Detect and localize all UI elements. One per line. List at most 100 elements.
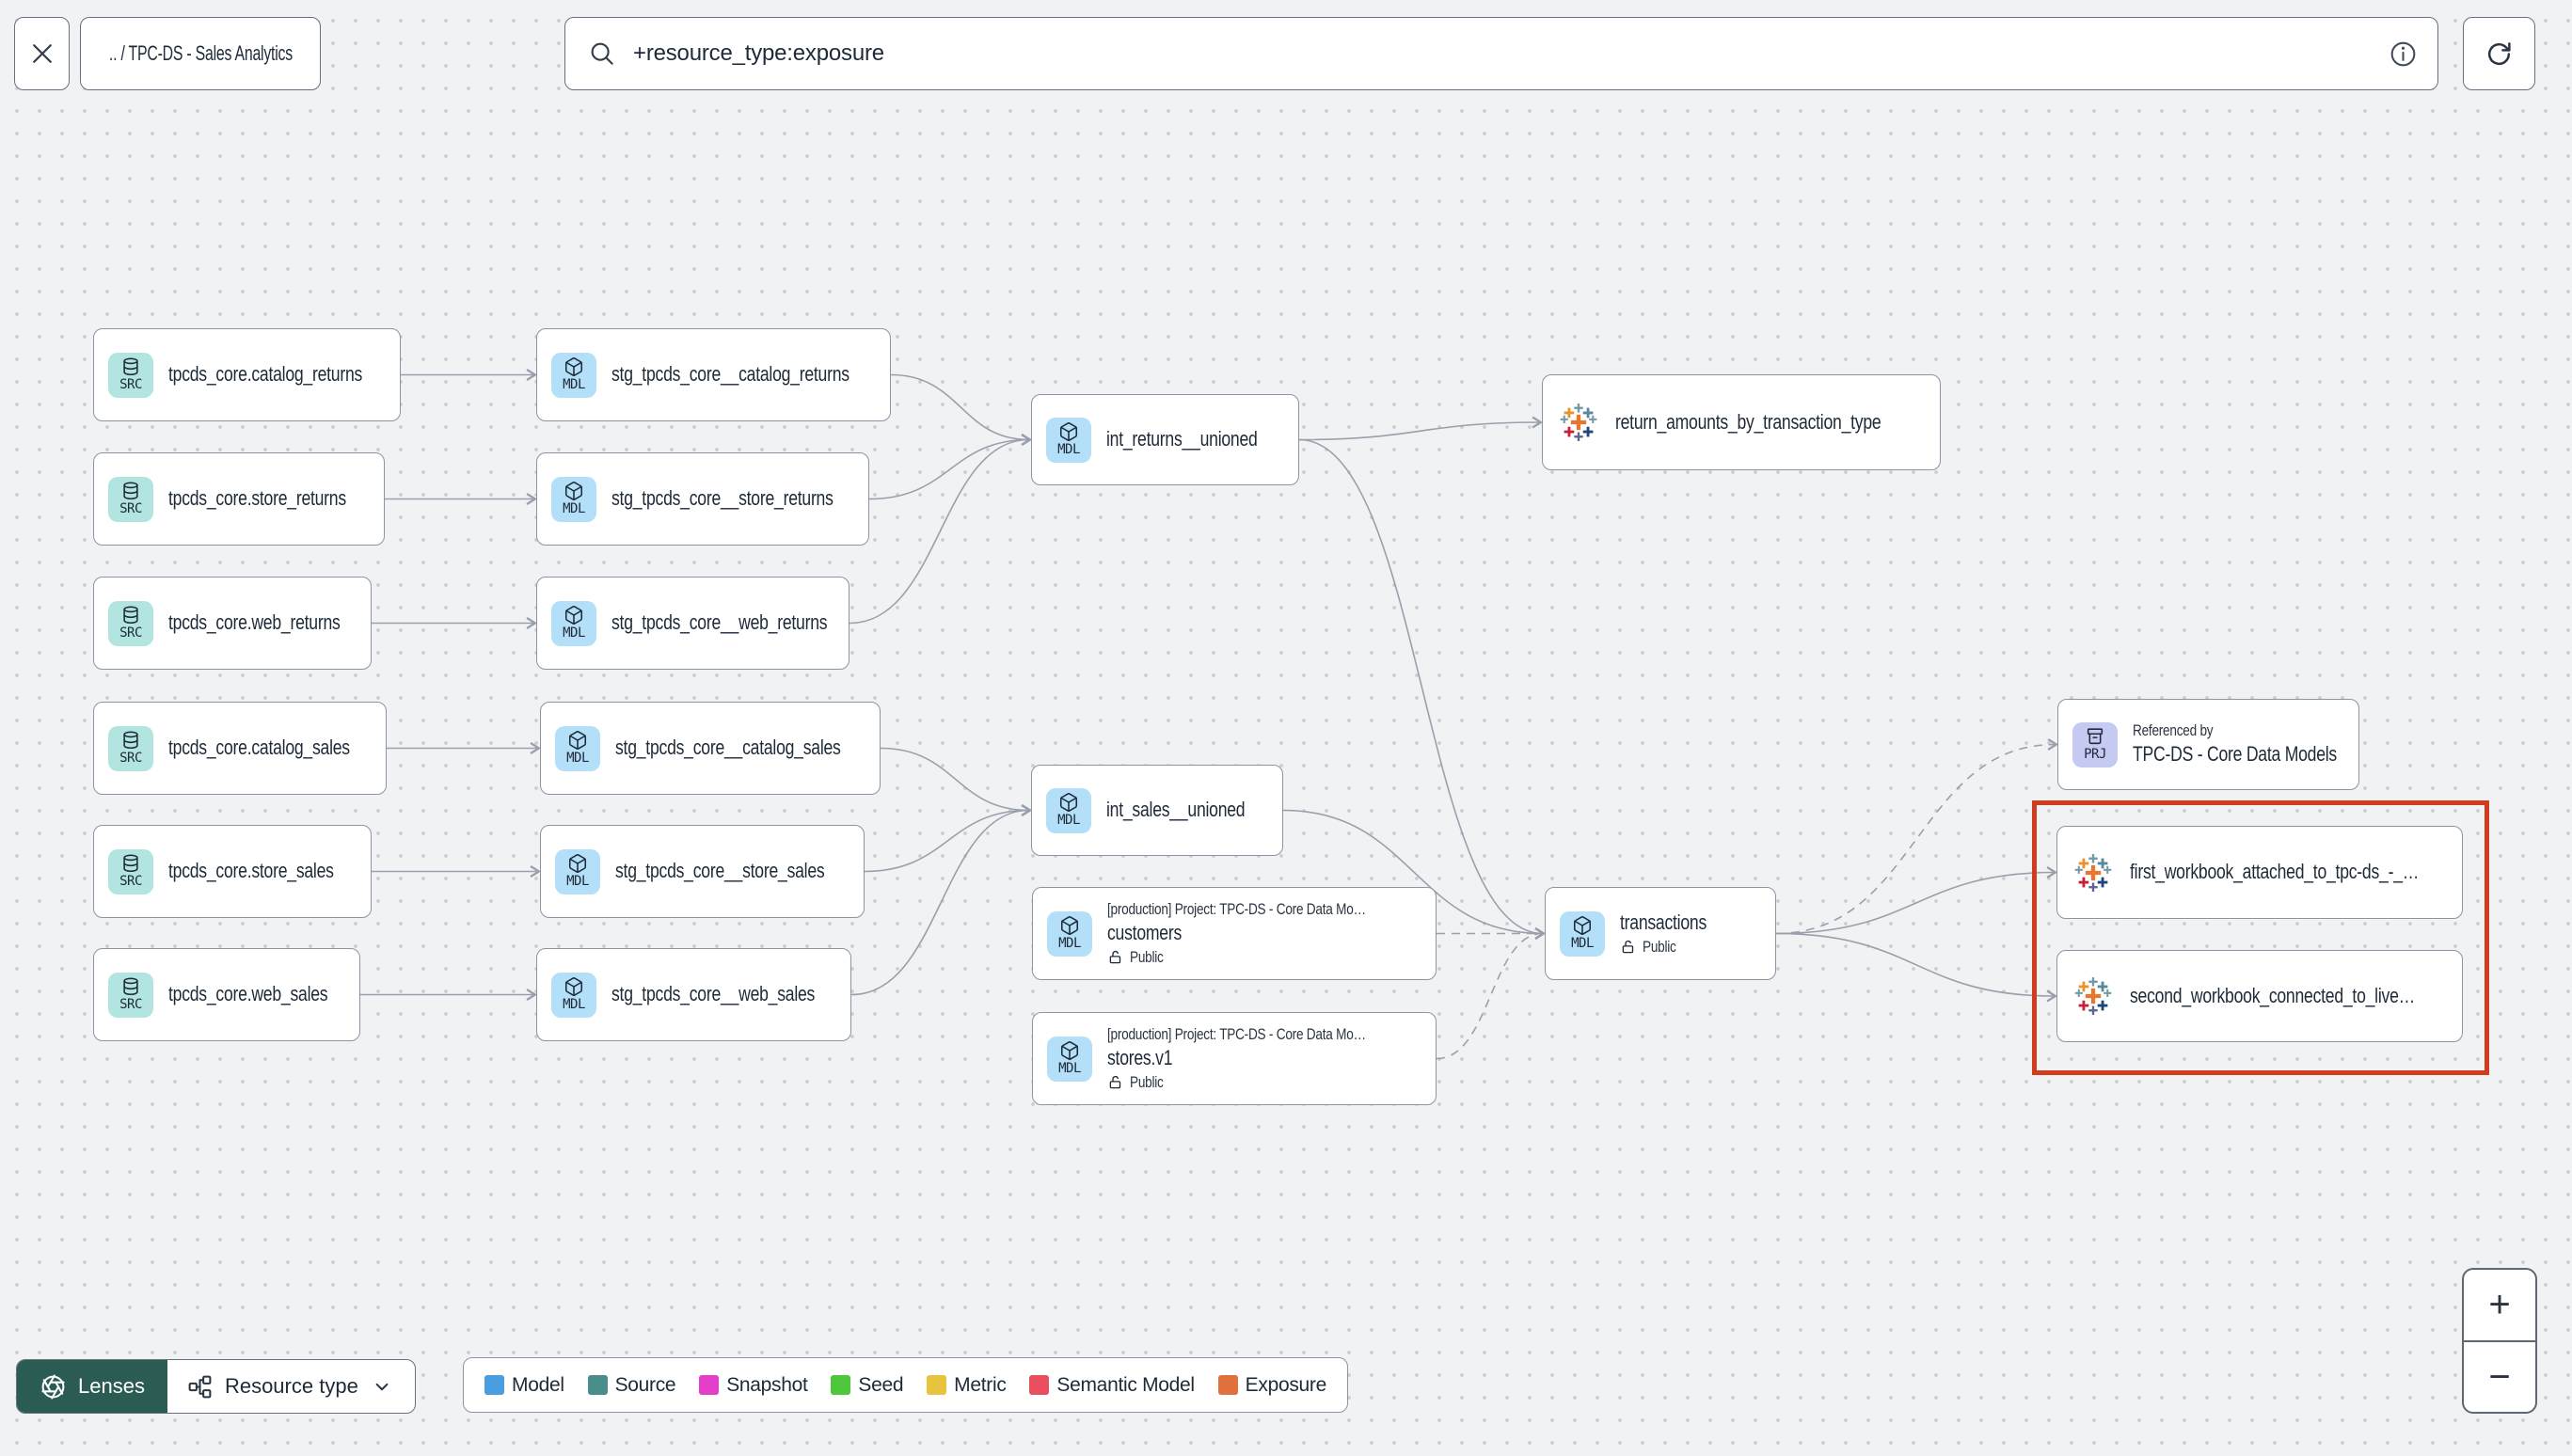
model-badge-icon: MDL xyxy=(551,476,596,522)
node-label: TPC-DS - Core Data Models xyxy=(2133,742,2337,767)
edge-int_returns-to-transactions xyxy=(1298,438,1547,940)
legend-swatch xyxy=(1217,1375,1238,1395)
source-badge-icon: SRC xyxy=(108,972,153,1018)
model-badge-icon: MDL xyxy=(1046,417,1091,463)
refresh-button[interactable] xyxy=(2463,17,2535,90)
model-badge-icon: MDL xyxy=(555,725,600,771)
edge-stg_catalog_returns-to-int_returns xyxy=(890,373,1033,446)
node-label: stg_tpcds_core__web_sales xyxy=(611,982,816,1006)
graph-node-stg_store_returns[interactable]: MDL stg_tpcds_core__store_returns xyxy=(536,452,869,546)
resource-type-dropdown[interactable]: Resource type xyxy=(167,1360,415,1413)
resource-type-label: Resource type xyxy=(224,1374,358,1398)
node-label: tpcds_core.store_sales xyxy=(168,859,334,883)
zoom-out-button[interactable]: − xyxy=(2488,1355,2511,1398)
search-icon xyxy=(588,40,616,68)
model-badge-icon: MDL xyxy=(551,972,596,1018)
unlock-icon xyxy=(1109,950,1121,964)
node-label: return_amounts_by_transaction_type xyxy=(1615,409,1881,434)
lenses-label: Lenses xyxy=(78,1374,145,1398)
node-label: tpcds_core.web_sales xyxy=(168,982,328,1006)
model-badge-icon: MDL xyxy=(1560,910,1605,957)
chevron-down-icon xyxy=(370,1374,394,1399)
node-context-label: [production] Project: TPC-DS - Core Data… xyxy=(1107,1025,1366,1044)
tableau-icon xyxy=(2074,977,2112,1015)
edge-stg_web_returns-to-int_returns xyxy=(849,434,1033,625)
node-label: customers xyxy=(1107,921,1183,945)
graph-node-src_catalog_sales[interactable]: SRC tpcds_core.catalog_sales xyxy=(93,702,387,795)
graph-node-stores[interactable]: MDL [production] Project: TPC-DS - Core D… xyxy=(1032,1012,1437,1105)
node-label: int_sales__unioned xyxy=(1106,798,1246,822)
search-input[interactable] xyxy=(631,40,2373,68)
source-badge-icon: SRC xyxy=(108,848,153,894)
graph-node-src_web_sales[interactable]: SRC tpcds_core.web_sales xyxy=(93,948,360,1041)
legend-swatch xyxy=(587,1375,608,1395)
aperture-icon xyxy=(40,1373,67,1401)
legend-item-seed: Seed xyxy=(831,1374,904,1397)
model-badge-icon: MDL xyxy=(551,352,596,398)
node-label: stg_tpcds_core__web_returns xyxy=(611,610,828,635)
project-badge-icon: PRJ xyxy=(2072,721,2118,768)
graph-node-wb_second[interactable]: second_workbook_connected_to_live… xyxy=(2056,950,2463,1042)
refresh-icon xyxy=(2484,39,2515,70)
graph-node-exposure_returns[interactable]: return_amounts_by_transaction_type xyxy=(1542,374,1941,470)
node-label: tpcds_core.store_returns xyxy=(168,486,346,511)
close-button[interactable] xyxy=(14,17,70,90)
zoom-controls: + − xyxy=(2462,1268,2537,1414)
node-label: int_returns__unioned xyxy=(1106,427,1258,451)
node-label: stg_tpcds_core__catalog_returns xyxy=(611,362,849,387)
graph-node-int_returns[interactable]: MDL int_returns__unioned xyxy=(1031,394,1299,485)
node-context-label: [production] Project: TPC-DS - Core Data… xyxy=(1107,900,1366,919)
model-badge-icon: MDL xyxy=(1046,787,1091,833)
graph-node-stg_web_returns[interactable]: MDL stg_tpcds_core__web_returns xyxy=(536,577,849,670)
source-badge-icon: SRC xyxy=(108,725,153,771)
node-access-row: Public xyxy=(1107,1072,1426,1093)
breadcrumb[interactable]: .. / TPC-DS - Sales Analytics xyxy=(80,17,321,90)
legend-swatch xyxy=(831,1375,851,1395)
edge-int_returns-to-exposure_returns xyxy=(1298,416,1544,441)
node-label: stg_tpcds_core__store_returns xyxy=(611,486,834,511)
node-label: tpcds_core.catalog_returns xyxy=(168,362,363,387)
node-label: stg_tpcds_core__catalog_sales xyxy=(615,736,841,760)
node-label: first_workbook_attached_to_tpc-ds_-_… xyxy=(2130,860,2420,884)
lenses-button[interactable]: Lenses xyxy=(17,1360,167,1413)
model-badge-icon: MDL xyxy=(1047,1036,1092,1082)
model-badge-icon: MDL xyxy=(551,600,596,646)
graph-node-customers[interactable]: MDL [production] Project: TPC-DS - Core D… xyxy=(1032,887,1437,980)
graph-node-stg_catalog_returns[interactable]: MDL stg_tpcds_core__catalog_returns xyxy=(536,328,891,421)
edge-transactions-to-wb_first xyxy=(1775,866,2058,935)
node-label: tpcds_core.web_returns xyxy=(168,610,341,635)
edge-transactions-to-prj_ref xyxy=(1775,738,2059,935)
graph-node-wb_first[interactable]: first_workbook_attached_to_tpc-ds_-_… xyxy=(2056,826,2463,919)
graph-node-int_sales[interactable]: MDL int_sales__unioned xyxy=(1031,765,1283,856)
graph-node-src_store_sales[interactable]: SRC tpcds_core.store_sales xyxy=(93,825,372,918)
legend-item-model: Model xyxy=(484,1374,564,1397)
legend-item-source: Source xyxy=(587,1374,676,1397)
legend-swatch xyxy=(1029,1375,1050,1395)
node-label: transactions xyxy=(1620,910,1707,935)
info-icon[interactable] xyxy=(2388,39,2419,70)
breadcrumb-label: .. / TPC-DS - Sales Analytics xyxy=(108,41,293,65)
graph-node-stg_web_sales[interactable]: MDL stg_tpcds_core__web_sales xyxy=(536,948,851,1041)
node-label: tpcds_core.catalog_sales xyxy=(168,736,350,760)
unlock-icon xyxy=(1622,940,1634,954)
legend-swatch xyxy=(927,1375,947,1395)
node-context-label: Referenced by xyxy=(2133,721,2214,740)
graph-node-prj_ref[interactable]: PRJ Referenced by TPC-DS - Core Data Model… xyxy=(2057,699,2359,790)
edge-stores-to-transactions xyxy=(1436,927,1547,1060)
tableau-icon xyxy=(1560,404,1597,441)
edge-stg_web_sales-to-int_sales xyxy=(850,804,1033,996)
legend-item-snapshot: Snapshot xyxy=(699,1374,808,1397)
close-icon xyxy=(28,40,56,68)
node-access-row: Public xyxy=(1620,937,1728,957)
search-bar[interactable] xyxy=(564,17,2438,90)
zoom-in-button[interactable]: + xyxy=(2464,1270,2535,1342)
model-badge-icon: MDL xyxy=(1047,910,1092,957)
graph-node-stg_catalog_sales[interactable]: MDL stg_tpcds_core__catalog_sales xyxy=(540,702,881,795)
